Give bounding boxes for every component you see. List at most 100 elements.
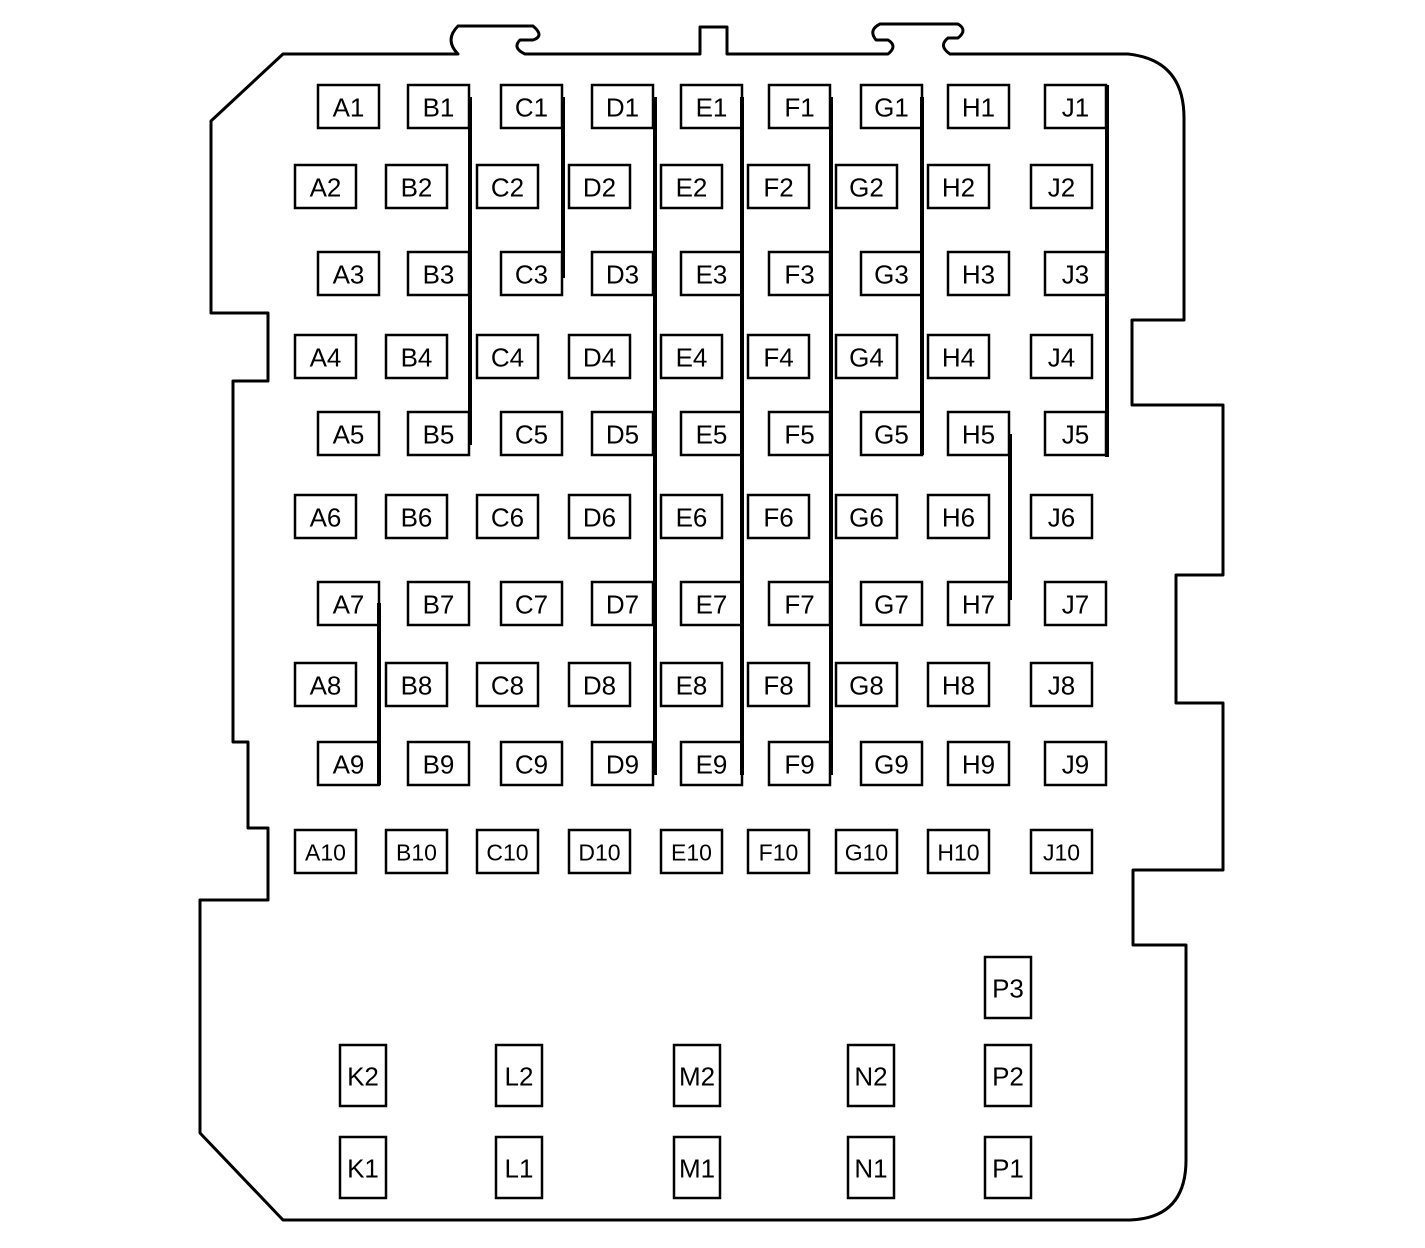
cavity-e5: E5 [679,410,744,457]
cavity-label: H2 [942,173,975,203]
cavity-label: J4 [1048,343,1075,373]
cavity-box [384,163,449,210]
cavity-label: B6 [401,503,433,533]
cavity-box [590,580,655,627]
cavity-box [406,410,471,457]
cavity-h2: H2 [926,163,991,210]
cavity-label: F5 [784,420,814,450]
cavity-label: E5 [696,420,728,450]
cavity-b6: B6 [384,493,449,540]
cavity-b2: B2 [384,163,449,210]
cavity-m1: M1 [672,1135,722,1200]
cavity-label: C6 [491,503,524,533]
cavity-j6: J6 [1029,493,1094,540]
cavity-box [567,493,632,540]
cavity-label: B9 [423,750,455,780]
cavity-label: B1 [423,93,455,123]
cavity-box [567,661,632,708]
cavity-label: E3 [696,260,728,290]
cavity-label: E4 [676,343,708,373]
cavity-b7: B7 [406,580,471,627]
cavity-label: H6 [942,503,975,533]
cavity-label: A3 [333,260,365,290]
cavity-label: H9 [962,750,995,780]
cavity-m2: M2 [672,1043,722,1108]
cavity-box [406,250,471,297]
cavity-a6: A6 [293,493,358,540]
cavity-j4: J4 [1029,333,1094,380]
cavity-f9: F9 [767,740,832,787]
cavity-label: E10 [671,840,712,866]
cavity-box [946,250,1011,297]
cavity-label: J10 [1043,840,1080,866]
cavity-k1: K1 [338,1135,388,1200]
cavity-box [834,163,899,210]
cavity-label: H10 [937,840,979,866]
cavity-e2: E2 [659,163,724,210]
cavity-a8: A8 [293,661,358,708]
cavity-e1: E1 [679,83,744,130]
cavity-box [659,828,724,875]
cavity-label: H8 [942,671,975,701]
cavity-label: N2 [854,1062,887,1092]
cavity-label: D10 [578,840,620,866]
cavity-label: G7 [874,590,909,620]
cavity-label: F3 [784,260,814,290]
cavity-box [338,1043,388,1108]
cavity-l2: L2 [494,1043,544,1108]
cavity-n1: N1 [846,1135,896,1200]
cavity-g1: G1 [859,83,924,130]
cavity-box [499,740,564,787]
cavity-label: F4 [763,343,793,373]
cavity-c8: C8 [475,661,540,708]
cavity-label: H1 [962,93,995,123]
cavity-label: A9 [333,750,365,780]
cavity-j8: J8 [1029,661,1094,708]
cavity-label: C1 [515,93,548,123]
cavity-label: F1 [784,93,814,123]
cavity-e3: E3 [679,250,744,297]
cavity-label: K1 [347,1154,379,1184]
cavity-label: H3 [962,260,995,290]
cavity-box [567,333,632,380]
cavity-h6: H6 [926,493,991,540]
cavity-e8: E8 [659,661,724,708]
cavity-box [926,828,991,875]
cavity-label: A2 [310,173,342,203]
cavity-label: J8 [1048,671,1075,701]
cavity-e7: E7 [679,580,744,627]
cavity-label: G1 [874,93,909,123]
cavity-box [1043,740,1108,787]
cavity-label: E9 [696,750,728,780]
cavity-box [316,83,381,130]
cavity-box [567,163,632,210]
cavity-f6: F6 [746,493,811,540]
cavity-j7: J7 [1043,580,1108,627]
cavity-box [679,250,744,297]
cavity-label: G10 [845,840,888,866]
cavity-e6: E6 [659,493,724,540]
cavity-e9: E9 [679,740,744,787]
cavity-label: G4 [849,343,884,373]
cavity-label: D6 [583,503,616,533]
cavity-box [406,83,471,130]
cavity-e10: E10 [659,828,724,875]
cavity-box [406,580,471,627]
cavity-label: P1 [992,1154,1024,1184]
cavity-box [316,250,381,297]
cavity-box [746,163,811,210]
cavity-box [846,1043,896,1108]
cavity-a9: A9 [316,740,381,787]
cavity-box [834,493,899,540]
cavity-g8: G8 [834,661,899,708]
cavity-box [316,580,381,627]
cavity-box [946,410,1011,457]
cavity-d7: D7 [590,580,655,627]
cavity-box [567,828,632,875]
cavity-label: D2 [583,173,616,203]
cavity-label: D5 [606,420,639,450]
cavity-g6: G6 [834,493,899,540]
cavity-box [846,1135,896,1200]
cavity-label: A4 [310,343,342,373]
cavity-label: F10 [759,840,799,866]
